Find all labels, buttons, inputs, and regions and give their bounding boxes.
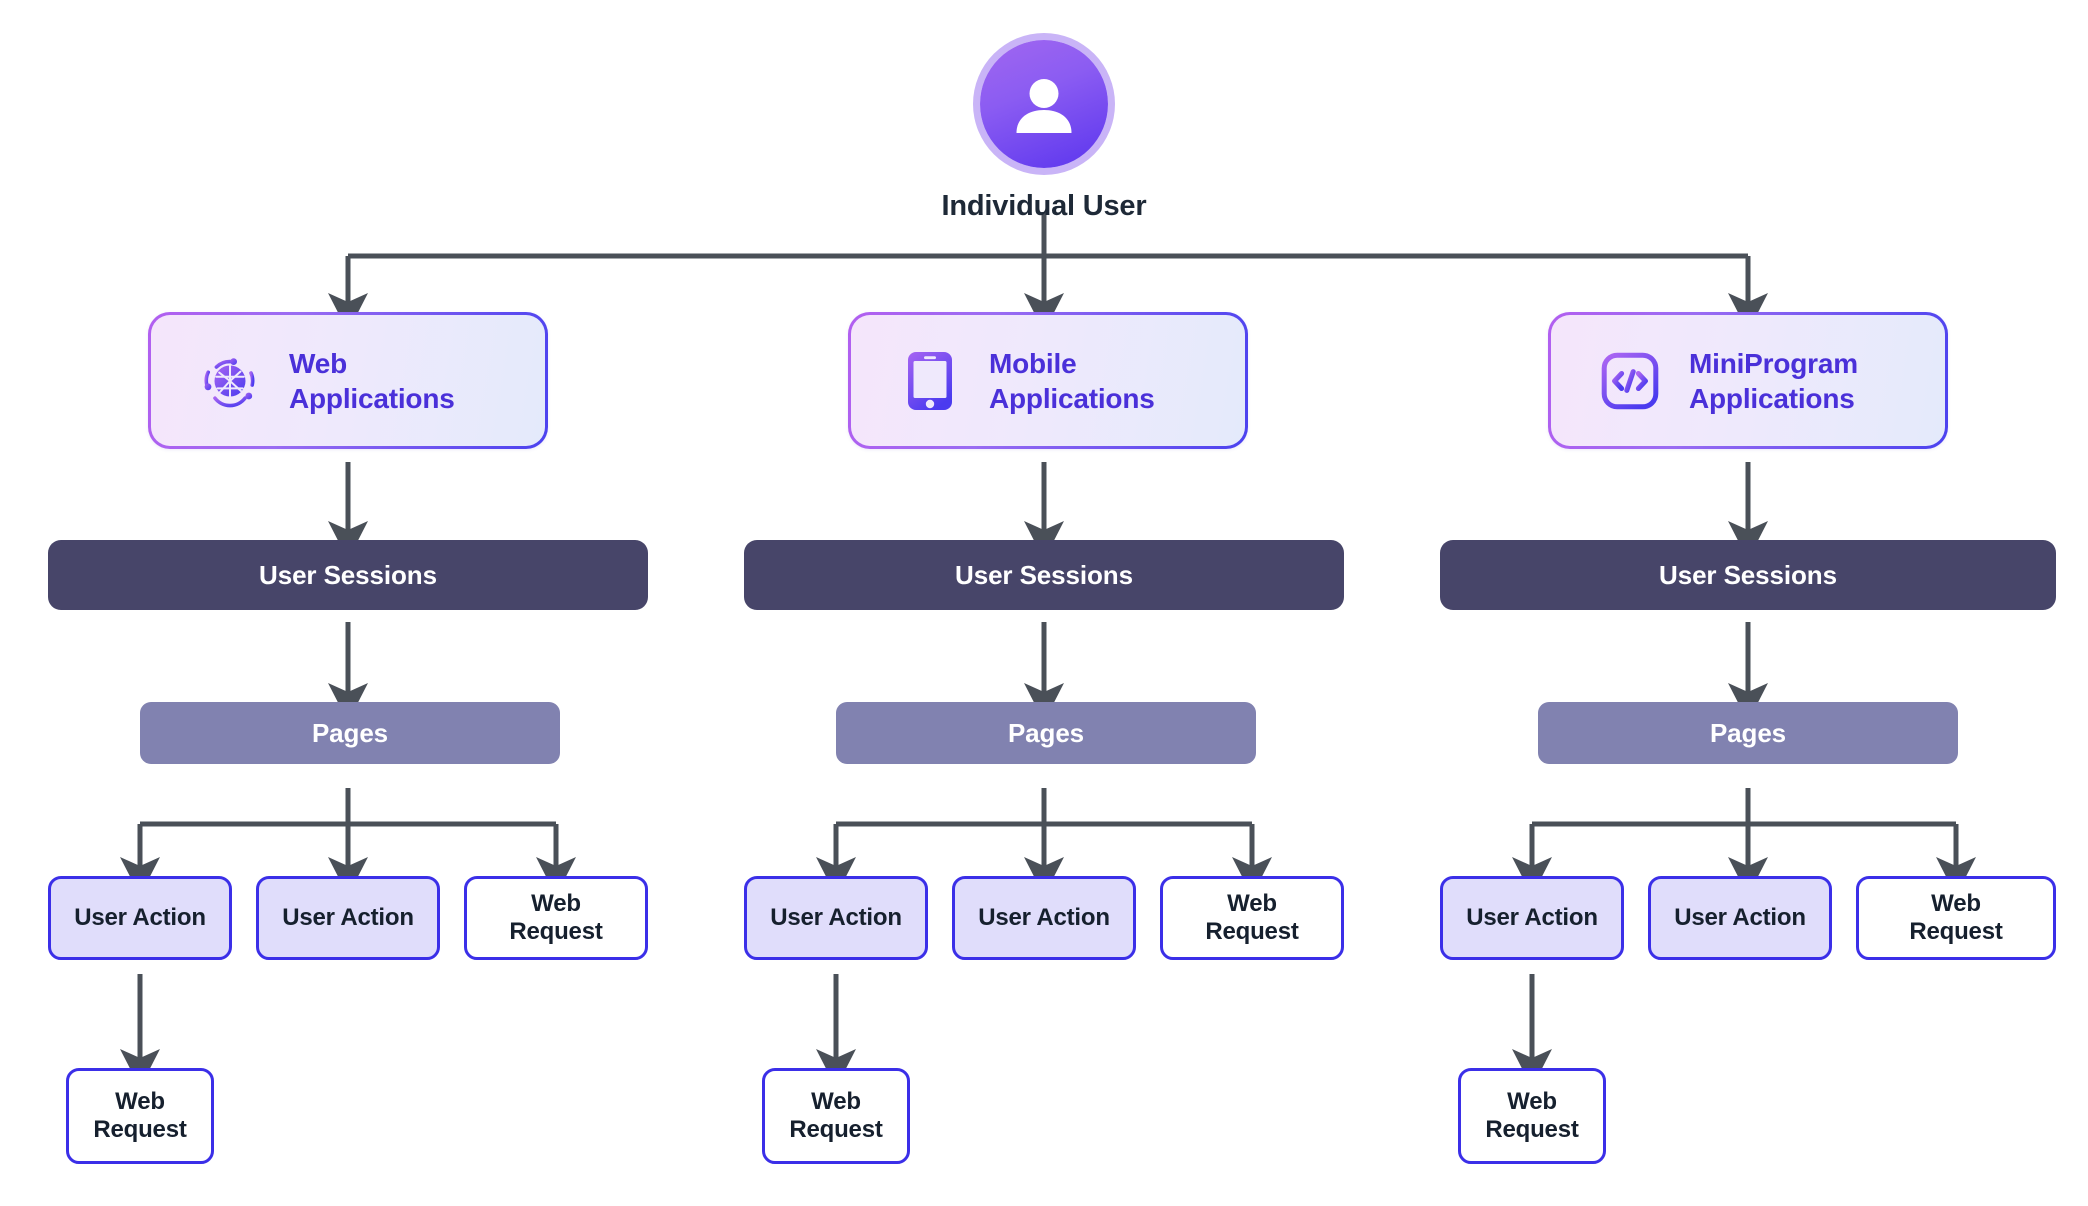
pages-bar-mobile[interactable]: Pages (836, 702, 1256, 764)
session-bar-mobile[interactable]: User Sessions (744, 540, 1344, 610)
leaf-mobile-user-action-2[interactable]: User Action (952, 876, 1136, 960)
session-bar-web-label: User Sessions (259, 559, 437, 590)
pages-bar-miniprogram[interactable]: Pages (1538, 702, 1958, 764)
app-card-miniprogram[interactable]: MiniProgram Applications (1548, 312, 1948, 449)
root-user-label: Individual User (941, 190, 1147, 222)
session-bar-mobile-label: User Sessions (955, 559, 1133, 590)
leaf-mobile-sub-web-request-line2: Request (789, 1116, 883, 1143)
pages-bar-miniprogram-label: Pages (1709, 717, 1787, 748)
app-card-web-label-line2: Applications (289, 382, 455, 414)
app-card-mobile-label: Mobile Applications (989, 346, 1155, 416)
session-bar-web[interactable]: User Sessions (48, 540, 648, 610)
app-card-web-label: Web Applications (289, 346, 455, 416)
app-card-miniprogram-label: MiniProgram Applications (1689, 346, 1858, 416)
leaf-miniprogram-sub-web-request[interactable]: Web Request (1458, 1068, 1606, 1164)
app-card-miniprogram-label-line2: Applications (1689, 382, 1855, 414)
leaf-miniprogram-user-action-2[interactable]: User Action (1648, 876, 1832, 960)
leaf-miniprogram-sub-web-request-line2: Request (1485, 1116, 1579, 1143)
pages-bar-web-label: Pages (311, 717, 389, 748)
leaf-mobile-sub-web-request-line1: Web (811, 1087, 861, 1115)
leaf-web-sub-web-request-line1: Web (115, 1087, 165, 1115)
app-card-mobile-label-line1: Mobile (989, 347, 1077, 379)
leaf-web-web-request-line1: Web (531, 889, 581, 917)
mobile-phone-icon (899, 350, 961, 412)
leaf-web-web-request-line2: Request (509, 918, 603, 945)
leaf-mobile-user-action-2-label: User Action (978, 903, 1110, 931)
app-card-mobile[interactable]: Mobile Applications (848, 312, 1248, 449)
leaf-mobile-web-request[interactable]: Web Request (1160, 876, 1344, 960)
app-card-web[interactable]: Web Applications (148, 312, 548, 449)
leaf-web-sub-web-request[interactable]: Web Request (66, 1068, 214, 1164)
pages-bar-web[interactable]: Pages (140, 702, 560, 764)
root-user-node[interactable]: Individual User (0, 40, 2088, 223)
leaf-web-user-action-2[interactable]: User Action (256, 876, 440, 960)
user-avatar-icon (980, 40, 1108, 168)
code-brackets-icon (1599, 350, 1661, 412)
leaf-mobile-user-action-1[interactable]: User Action (744, 876, 928, 960)
leaf-miniprogram-web-request-line1: Web (1931, 889, 1981, 917)
app-card-miniprogram-label-line1: MiniProgram (1689, 347, 1858, 379)
session-bar-miniprogram-label: User Sessions (1659, 559, 1837, 590)
leaf-web-user-action-1[interactable]: User Action (48, 876, 232, 960)
leaf-web-user-action-1-label: User Action (74, 903, 206, 931)
leaf-miniprogram-web-request-line2: Request (1909, 918, 2003, 945)
leaf-mobile-web-request-line2: Request (1205, 918, 1299, 945)
leaf-web-web-request[interactable]: Web Request (464, 876, 648, 960)
globe-icon (199, 350, 261, 412)
leaf-mobile-sub-web-request[interactable]: Web Request (762, 1068, 910, 1164)
session-bar-miniprogram[interactable]: User Sessions (1440, 540, 2056, 610)
leaf-miniprogram-user-action-1[interactable]: User Action (1440, 876, 1624, 960)
app-card-web-label-line1: Web (289, 347, 347, 379)
leaf-web-sub-web-request-line2: Request (93, 1116, 187, 1143)
leaf-web-user-action-2-label: User Action (282, 903, 414, 931)
leaf-mobile-user-action-1-label: User Action (770, 903, 902, 931)
leaf-mobile-web-request-line1: Web (1227, 889, 1277, 917)
app-card-mobile-label-line2: Applications (989, 382, 1155, 414)
pages-bar-mobile-label: Pages (1007, 717, 1085, 748)
leaf-miniprogram-sub-web-request-line1: Web (1507, 1087, 1557, 1115)
leaf-miniprogram-user-action-1-label: User Action (1466, 903, 1598, 931)
leaf-miniprogram-web-request[interactable]: Web Request (1856, 876, 2056, 960)
leaf-miniprogram-user-action-2-label: User Action (1674, 903, 1806, 931)
